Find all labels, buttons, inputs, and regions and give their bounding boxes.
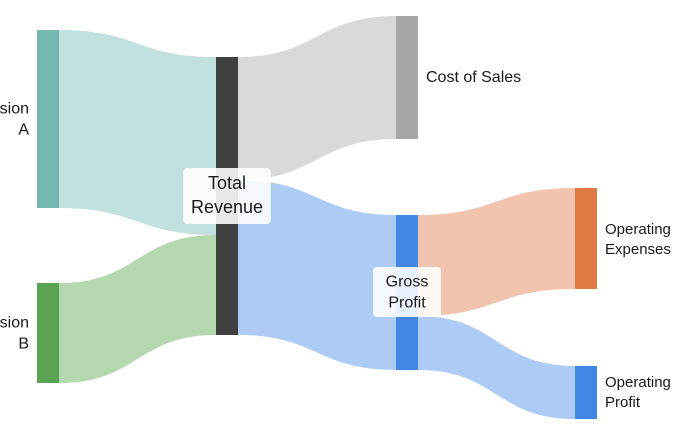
label-line-operating_profit-1: Profit xyxy=(605,394,641,411)
label-line-gross_profit-1: Profit xyxy=(388,295,426,312)
label-bg-total_revenue xyxy=(183,168,271,224)
label-line-cost_of_sales-0: Cost of Sales xyxy=(426,69,521,86)
label-line-division_a-0: Division xyxy=(0,101,29,118)
label-division_a: DivisionA xyxy=(0,101,29,139)
sankey-labels: DivisionADivisionBTotalRevenueCost of Sa… xyxy=(0,69,671,411)
link-total_revenue-to-cost_of_sales xyxy=(238,16,396,180)
node-operating_profit xyxy=(575,366,597,419)
label-line-division_a-1: A xyxy=(18,122,29,139)
link-division_b-to-total_revenue xyxy=(59,235,216,383)
node-operating_expenses xyxy=(575,188,597,289)
label-line-gross_profit-0: Gross xyxy=(386,274,429,291)
label-line-operating_expenses-0: Operating xyxy=(605,221,671,238)
sankey-links xyxy=(59,16,575,419)
link-gross_profit-to-operating_profit xyxy=(418,316,575,419)
label-line-operating_profit-0: Operating xyxy=(605,374,671,391)
node-division_a xyxy=(37,30,59,208)
label-line-operating_expenses-1: Expenses xyxy=(605,241,671,258)
label-line-division_b-0: Division xyxy=(0,315,29,332)
label-line-total_revenue-0: Total xyxy=(208,173,246,193)
label-cost_of_sales: Cost of Sales xyxy=(426,69,521,86)
label-bg-gross_profit xyxy=(373,267,441,317)
link-gross_profit-to-operating_expenses xyxy=(418,188,575,316)
node-cost_of_sales xyxy=(396,16,418,139)
link-total_revenue-to-gross_profit xyxy=(238,180,396,370)
label-line-division_b-1: B xyxy=(18,336,29,353)
label-line-total_revenue-1: Revenue xyxy=(191,197,263,217)
node-division_b xyxy=(37,283,59,383)
label-division_b: DivisionB xyxy=(0,315,29,353)
sankey-nodes xyxy=(37,16,597,419)
link-division_a-to-total_revenue xyxy=(59,30,216,235)
